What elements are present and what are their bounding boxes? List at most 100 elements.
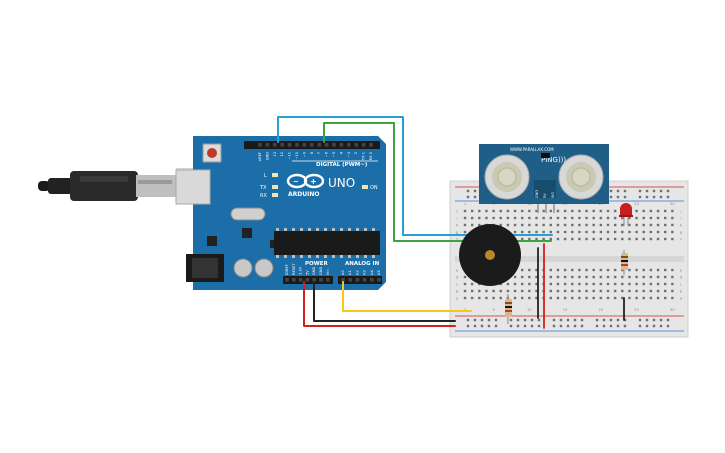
- rail-hole[interactable]: [666, 318, 670, 322]
- breadboard-hole[interactable]: [606, 268, 610, 272]
- digital-pin-hole[interactable]: [324, 143, 329, 147]
- breadboard-hole[interactable]: [585, 237, 588, 241]
- breadboard-hole[interactable]: [535, 230, 538, 234]
- rail-hole[interactable]: [580, 324, 584, 328]
- breadboard-hole[interactable]: [463, 216, 467, 220]
- breadboard-hole[interactable]: [585, 230, 588, 234]
- breadboard-hole[interactable]: [535, 268, 538, 272]
- breadboard-hole[interactable]: [578, 289, 581, 293]
- breadboard-hole[interactable]: [613, 282, 617, 286]
- breadboard-hole[interactable]: [528, 282, 531, 286]
- breadboard-hole[interactable]: [592, 237, 595, 241]
- breadboard-hole[interactable]: [664, 268, 667, 272]
- rail-hole[interactable]: [659, 324, 663, 328]
- breadboard-hole[interactable]: [563, 275, 567, 279]
- breadboard-hole[interactable]: [542, 209, 545, 213]
- breadboard-hole[interactable]: [463, 282, 467, 286]
- breadboard-hole[interactable]: [599, 268, 603, 272]
- breadboard-hole[interactable]: [664, 230, 667, 234]
- breadboard-hole[interactable]: [571, 216, 574, 220]
- digital-pin-hole[interactable]: [295, 143, 299, 147]
- breadboard-hole[interactable]: [599, 230, 603, 234]
- breadboard-hole[interactable]: [478, 209, 481, 213]
- breadboard-hole[interactable]: [563, 237, 567, 241]
- breadboard-hole[interactable]: [528, 223, 531, 227]
- breadboard-hole[interactable]: [585, 216, 588, 220]
- breadboard-hole[interactable]: [671, 275, 674, 279]
- rail-hole[interactable]: [537, 318, 541, 322]
- breadboard-hole[interactable]: [528, 216, 531, 220]
- digital-pin-hole[interactable]: [280, 143, 284, 147]
- breadboard-hole[interactable]: [606, 296, 610, 300]
- breadboard-hole[interactable]: [621, 237, 624, 241]
- rail-hole[interactable]: [602, 324, 606, 328]
- power-pin-hole[interactable]: [312, 278, 316, 282]
- breadboard-hole[interactable]: [664, 282, 667, 286]
- digital-pin-hole[interactable]: [347, 143, 351, 147]
- breadboard-hole[interactable]: [556, 268, 560, 272]
- analog-pin-hole[interactable]: [362, 278, 367, 282]
- digital-pin-hole[interactable]: [332, 143, 336, 147]
- breadboard-hole[interactable]: [563, 216, 567, 220]
- breadboard-hole[interactable]: [549, 282, 552, 286]
- breadboard-hole[interactable]: [528, 289, 531, 293]
- breadboard-hole[interactable]: [656, 289, 660, 293]
- power-pin-hole[interactable]: [292, 278, 296, 282]
- breadboard-hole[interactable]: [549, 289, 552, 293]
- rail-hole[interactable]: [638, 324, 642, 328]
- breadboard-hole[interactable]: [606, 230, 610, 234]
- breadboard-hole[interactable]: [649, 282, 653, 286]
- breadboard-hole[interactable]: [578, 223, 581, 227]
- breadboard-hole[interactable]: [649, 223, 653, 227]
- power-pin-hole[interactable]: [305, 278, 310, 282]
- breadboard-hole[interactable]: [642, 275, 645, 279]
- breadboard-hole[interactable]: [613, 223, 617, 227]
- breadboard-hole[interactable]: [563, 289, 567, 293]
- breadboard-hole[interactable]: [535, 289, 538, 293]
- breadboard-hole[interactable]: [470, 282, 474, 286]
- breadboard-hole[interactable]: [621, 282, 624, 286]
- breadboard-hole[interactable]: [513, 223, 517, 227]
- rail-hole[interactable]: [638, 195, 642, 199]
- breadboard-hole[interactable]: [528, 209, 531, 213]
- breadboard-hole[interactable]: [642, 230, 645, 234]
- breadboard-hole[interactable]: [621, 230, 624, 234]
- rail-hole[interactable]: [573, 324, 577, 328]
- digital-pin-hole[interactable]: [317, 143, 321, 147]
- rail-hole[interactable]: [494, 318, 498, 322]
- rail-hole[interactable]: [638, 189, 642, 193]
- breadboard-hole[interactable]: [470, 289, 474, 293]
- breadboard-hole[interactable]: [656, 230, 660, 234]
- digital-pin-hole[interactable]: [258, 143, 262, 147]
- breadboard-hole[interactable]: [671, 289, 674, 293]
- rail-hole[interactable]: [473, 189, 477, 193]
- breadboard-hole[interactable]: [535, 223, 538, 227]
- breadboard-hole[interactable]: [592, 275, 595, 279]
- breadboard-hole[interactable]: [571, 282, 574, 286]
- breadboard-hole[interactable]: [571, 268, 574, 272]
- breadboard-hole[interactable]: [513, 275, 517, 279]
- breadboard-hole[interactable]: [628, 268, 631, 272]
- breadboard-hole[interactable]: [513, 289, 517, 293]
- breadboard-hole[interactable]: [585, 275, 588, 279]
- breadboard-hole[interactable]: [549, 237, 552, 241]
- rail-hole[interactable]: [473, 195, 477, 199]
- breadboard-hole[interactable]: [513, 282, 517, 286]
- breadboard-hole[interactable]: [499, 216, 502, 220]
- breadboard-hole[interactable]: [463, 209, 467, 213]
- breadboard-hole[interactable]: [628, 289, 631, 293]
- breadboard-hole[interactable]: [599, 275, 603, 279]
- rail-hole[interactable]: [516, 318, 520, 322]
- breadboard-hole[interactable]: [528, 230, 531, 234]
- breadboard-hole[interactable]: [556, 237, 560, 241]
- breadboard-hole[interactable]: [656, 282, 660, 286]
- breadboard-hole[interactable]: [556, 209, 560, 213]
- rail-hole[interactable]: [666, 324, 670, 328]
- breadboard-hole[interactable]: [606, 216, 610, 220]
- rail-hole[interactable]: [623, 318, 627, 322]
- digital-pin-hole[interactable]: [369, 143, 373, 147]
- breadboard-hole[interactable]: [578, 275, 581, 279]
- rail-hole[interactable]: [530, 318, 534, 322]
- breadboard-hole[interactable]: [556, 275, 560, 279]
- power-pin-hole[interactable]: [298, 278, 303, 282]
